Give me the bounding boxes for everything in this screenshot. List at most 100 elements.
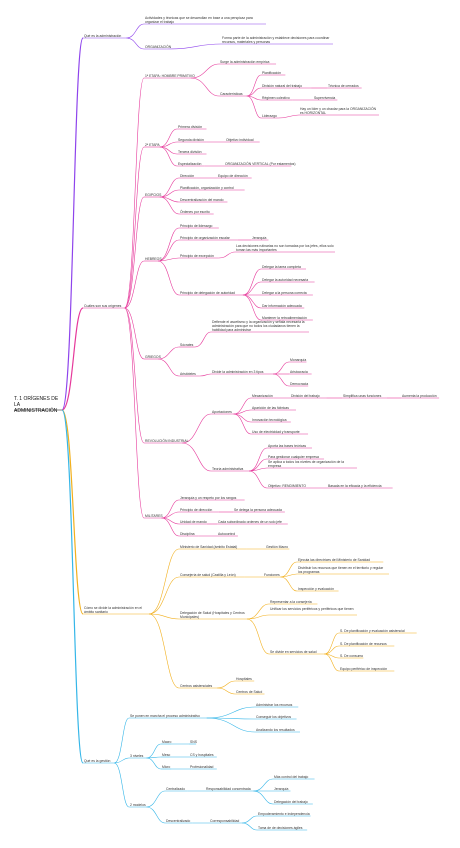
node-label-m63[interactable]: Unidad de mando [180, 519, 207, 524]
root-node-label[interactable]: T. 1 ORÍGENES DE LA ADMINISTRACIÓN [14, 396, 59, 414]
node-label-m25[interactable]: Principio de liderazgo [180, 223, 213, 228]
node-label-c19[interactable]: Corresponsabilidad [210, 818, 240, 823]
node-label-p4[interactable]: Forma parte de la administración y estab… [222, 35, 330, 44]
node-label-m47[interactable]: División del trabajo [291, 393, 320, 398]
node-label-a7[interactable]: Inspección y evaluación [298, 586, 335, 591]
node-label-m35[interactable]: Mantener la retroalimentación [262, 315, 307, 320]
node-label-m17[interactable]: ORGANIZACIÓN VERTICAL (Por estamentos) [225, 161, 296, 166]
node-label-a10[interactable]: Unificar los servicios periféricos y per… [270, 606, 354, 611]
node-label-c1[interactable]: Se ponen en marcha el proceso administra… [130, 713, 200, 718]
node-label-m59[interactable]: MILITARES [145, 513, 163, 518]
node-label-m16[interactable]: Especialización [178, 161, 202, 166]
node-label-c12[interactable]: 2 modelos [130, 802, 146, 807]
node-label-m9[interactable]: Liderazgo [262, 113, 277, 118]
node-label-c13[interactable]: Centralizado [166, 786, 186, 791]
node-label-m61[interactable]: Principio de dirección [180, 507, 213, 512]
node-label-m62[interactable]: Se delega la persona adecuada [234, 507, 282, 512]
node-label-a3[interactable]: Consejería de salud (Castilla y León) [180, 572, 236, 577]
node-label-m29[interactable]: Las decisiones rutinarias no son tomadas… [236, 243, 334, 252]
node-label-c18[interactable]: Descentralizado [166, 818, 191, 823]
node-label-m51[interactable]: Innovación tecnológica [252, 417, 287, 422]
node-label-m2[interactable]: Surge la administración empírica [220, 59, 270, 64]
node-label-m58[interactable]: Basada en la eficacia y la eficiencia [328, 483, 382, 488]
node-label-m18[interactable]: EGIPCIOS [145, 192, 162, 197]
node-label-m13[interactable]: Segunda división [178, 137, 204, 142]
node-label-m38[interactable]: Defiende el ascetismo y la organización … [212, 319, 305, 332]
node-label-a2[interactable]: Gestión Macro [266, 544, 289, 549]
node-label-m27[interactable]: Jerarquía [252, 235, 267, 240]
node-label-m33[interactable]: Delegar a la persona correcta [262, 290, 307, 295]
node-label-p1[interactable]: Qué es la administración [84, 33, 122, 38]
node-label-m49[interactable]: Aumenta la producción [402, 393, 437, 398]
node-label-a6[interactable]: Distribuir los recursos que tienen en el… [298, 565, 384, 574]
node-label-m1[interactable]: 1ª ETAPA: HOMBRE PRIMITIVO [145, 73, 195, 78]
node-label-m41[interactable]: Monarquía [290, 357, 307, 362]
node-label-c8[interactable]: Meso [162, 752, 171, 757]
node-label-m20[interactable]: Equipo de dirección [218, 173, 248, 178]
node-label-c2[interactable]: Administrar los recursos [256, 702, 293, 707]
node-label-m3[interactable]: Características [220, 91, 243, 96]
node-label-m12[interactable]: Primera división [178, 124, 203, 129]
node-label-a5[interactable]: Ejecuta las directrices del Ministerio d… [298, 557, 370, 562]
node-label-a15[interactable]: Equipo periférico de inspección [340, 666, 388, 671]
node-label-a18[interactable]: Centros de Salud [236, 689, 263, 694]
node-label-m19[interactable]: Dirección [180, 173, 195, 178]
node-label-m36[interactable]: GRIEGOS [145, 354, 161, 359]
node-label-c10[interactable]: Micro [162, 764, 171, 769]
node-label-a4[interactable]: Funciones [264, 572, 280, 577]
node-label-m10[interactable]: Hay un líder y un chaolar para la ORGANI… [300, 106, 377, 115]
node-label-m31[interactable]: Delegar la tarea completa [262, 264, 301, 269]
node-label-m0[interactable]: Cuáles son sus orígenes [84, 303, 122, 308]
node-label-m7[interactable]: Régimen colectivo [262, 95, 290, 100]
node-label-c11[interactable]: Profesionalidad [190, 764, 214, 769]
node-label-m32[interactable]: Delegar la autoridad necesaria [262, 277, 309, 282]
node-label-m39[interactable]: Aristóteles [180, 371, 196, 376]
node-label-m5[interactable]: División natural del trabajo [262, 83, 302, 88]
node-label-m6[interactable]: Técnica de cerrados [328, 83, 359, 88]
node-label-m56[interactable]: Se aplica a todos los niveles de organiz… [268, 459, 344, 468]
node-label-c5[interactable]: 3 niveles [130, 753, 144, 758]
node-label-m21[interactable]: Planificación, organización y control [180, 185, 234, 190]
node-label-m22[interactable]: Descentralización del mando [180, 197, 224, 202]
node-label-c6[interactable]: Macro [162, 739, 172, 744]
node-label-m46[interactable]: Mecanización [252, 393, 273, 398]
node-label-m54[interactable]: Aporta las bases teóricas [268, 443, 307, 448]
node-label-m34[interactable]: Dar información adecuada [262, 303, 302, 308]
node-label-m8[interactable]: Supervivencia [314, 95, 336, 100]
node-label-m37[interactable]: Sócrates [180, 342, 194, 347]
node-label-m43[interactable]: Democracia [290, 381, 309, 386]
node-label-p3[interactable]: ORGANIZACIÓN [145, 44, 172, 49]
node-label-a8[interactable]: Delegación de Salud (Hospitales y Centro… [180, 610, 245, 619]
node-label-m52[interactable]: Uso de electricidad y transporte [252, 429, 300, 434]
node-label-m30[interactable]: Principio de delegación de autoridad [180, 290, 235, 295]
node-label-m65[interactable]: Disciplina [180, 531, 195, 536]
node-label-c0[interactable]: Qué es la gestión [84, 758, 111, 763]
node-label-c9[interactable]: CS y hospitales [190, 752, 214, 757]
node-label-c4[interactable]: Analizando los resultados [256, 727, 295, 732]
node-label-c3[interactable]: Conseguir los objetivos [256, 714, 292, 719]
node-label-c17[interactable]: Delegación del trabajo [274, 799, 308, 804]
node-label-m23[interactable]: Órdenes por escrito [180, 209, 210, 214]
node-label-a13[interactable]: S. De planificación de recursos [340, 641, 387, 646]
node-label-a12[interactable]: S. De planificación y evaluación asisten… [340, 628, 405, 633]
node-label-m44[interactable]: REVOLUCIÓN INDUSTRIAL [145, 438, 189, 443]
node-label-c14[interactable]: Responsabilidad concentrada [206, 786, 251, 791]
node-label-m45[interactable]: Aportaciones [212, 409, 232, 414]
node-label-m57[interactable]: Objetivo: RENDIMIENTO [268, 483, 306, 488]
node-label-a17[interactable]: Hospitales [236, 676, 252, 681]
node-label-m40[interactable]: Divide la administración en 3 tipos [212, 369, 264, 374]
node-label-p2[interactable]: Actividades y técnicas que se desarrolla… [145, 15, 253, 24]
node-label-a14[interactable]: S. De consumo [340, 653, 364, 658]
node-label-m28[interactable]: Principio de excepción [180, 253, 214, 258]
node-label-m11[interactable]: 2ª ETAPA [145, 142, 160, 147]
node-label-m64[interactable]: Cada subordinado ordenes de un solo jefe [218, 519, 282, 524]
node-label-a0[interactable]: Cómo se divide la administración en el á… [84, 605, 143, 614]
node-label-c21[interactable]: Toma de de decisiones ágiles [258, 825, 303, 830]
node-label-c15[interactable]: Más control del trabajo [274, 774, 309, 779]
node-label-a11[interactable]: Se divide en servicios de salud [270, 649, 317, 654]
node-label-a16[interactable]: Centros asistenciales [180, 683, 213, 688]
node-label-m60[interactable]: Jerarquía y un respeto por los rangos [180, 495, 237, 500]
node-label-m15[interactable]: Tercera división [178, 149, 202, 154]
node-label-a9[interactable]: Representar a la consejería [270, 599, 312, 604]
node-label-c7[interactable]: SNS [190, 739, 197, 744]
